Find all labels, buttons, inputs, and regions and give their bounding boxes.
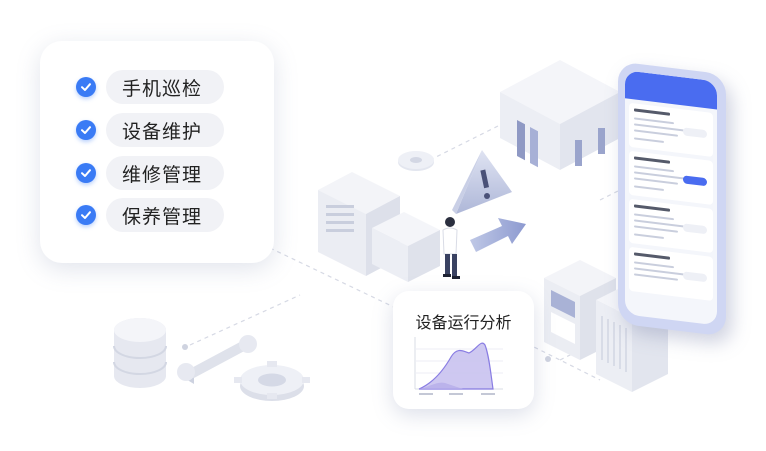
- checklist-item: 保养管理: [76, 198, 225, 232]
- phone-list-card: [629, 198, 713, 254]
- gear-icon: [398, 151, 434, 171]
- checklist-item: 维修管理: [76, 156, 225, 190]
- feature-checklist-card: 手机巡检 设备维护 维修管理 保养管理: [40, 41, 274, 263]
- checklist-item: 手机巡检: [76, 70, 225, 104]
- check-icon: [76, 120, 96, 140]
- phone-list-card: [629, 246, 713, 302]
- phone-mockup: [618, 61, 726, 337]
- building-top-right: [500, 60, 620, 170]
- database-icon: [113, 318, 167, 388]
- arrow-icon: [470, 218, 526, 252]
- analysis-card-title: 设备运行分析: [415, 313, 512, 332]
- gear-large-icon: [234, 361, 310, 401]
- rack-cabinets: [544, 260, 668, 392]
- check-icon: [76, 77, 96, 97]
- warning-icon: [452, 150, 512, 214]
- checklist-item-label: 设备维护: [106, 113, 225, 147]
- checklist-item-label: 维修管理: [106, 156, 225, 190]
- analysis-card: 设备运行分析: [393, 291, 534, 409]
- wrench-icon: [177, 335, 257, 384]
- checklist-item-label: 手机巡检: [106, 70, 225, 104]
- checklist-item-label: 保养管理: [106, 198, 225, 232]
- check-icon: [76, 205, 96, 225]
- phone-list-card: [629, 102, 713, 158]
- person-figure: [442, 217, 460, 279]
- check-icon: [76, 163, 96, 183]
- analysis-mini-chart: [414, 337, 503, 395]
- phone-screen: [625, 70, 717, 326]
- server-blocks: [318, 172, 440, 282]
- checklist-item: 设备维护: [76, 113, 225, 147]
- phone-list-card: [629, 150, 713, 206]
